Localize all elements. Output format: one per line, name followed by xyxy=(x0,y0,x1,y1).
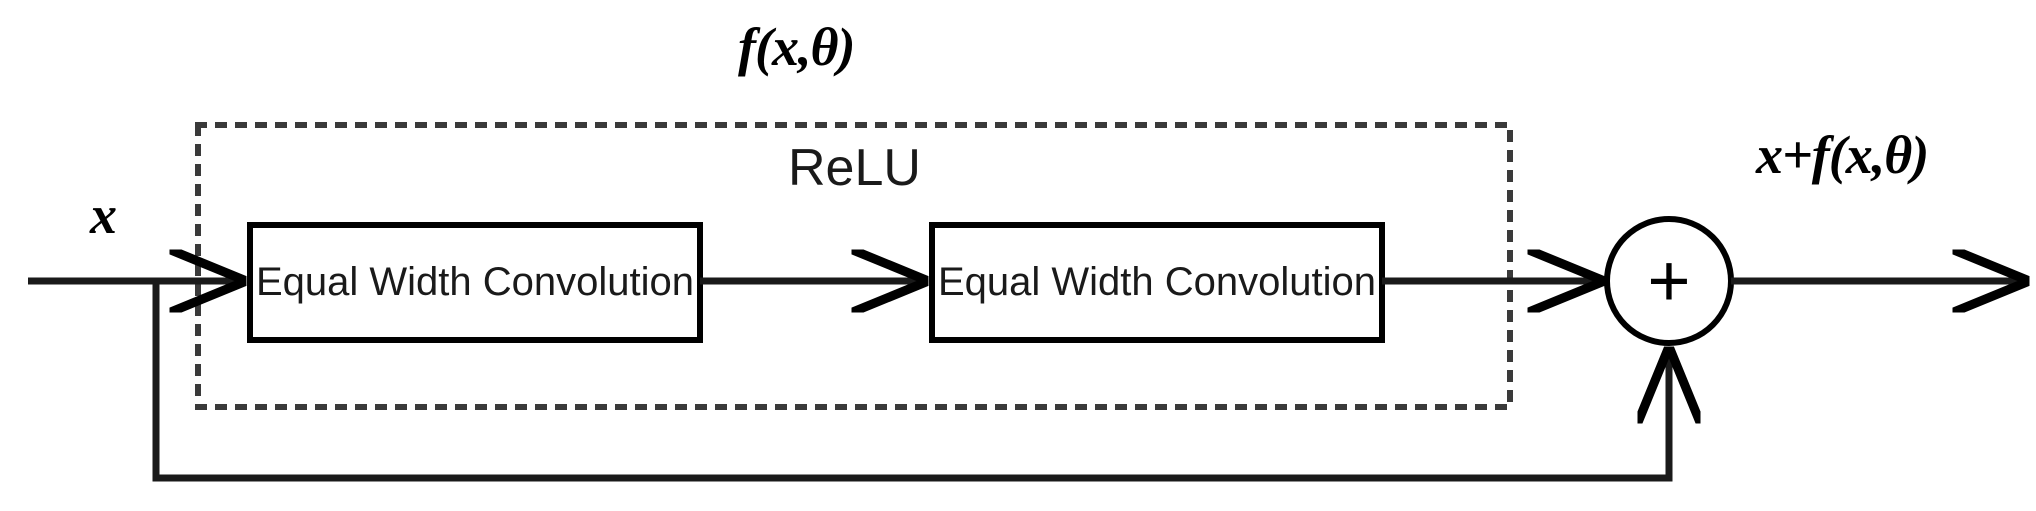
output-label: x+f(x,θ) xyxy=(1756,125,1929,185)
relu-activation-label: ReLU xyxy=(788,139,921,197)
conv-block-2-label: Equal Width Convolution xyxy=(937,260,1377,304)
conv-block-1 xyxy=(247,222,703,343)
input-label: x xyxy=(90,185,117,245)
skip-connection-path xyxy=(152,281,1669,482)
function-label: f(x,θ) xyxy=(738,17,855,77)
conv-block-1-label: Equal Width Convolution xyxy=(255,260,695,304)
sum-node-plus-symbol: + xyxy=(1647,239,1691,322)
